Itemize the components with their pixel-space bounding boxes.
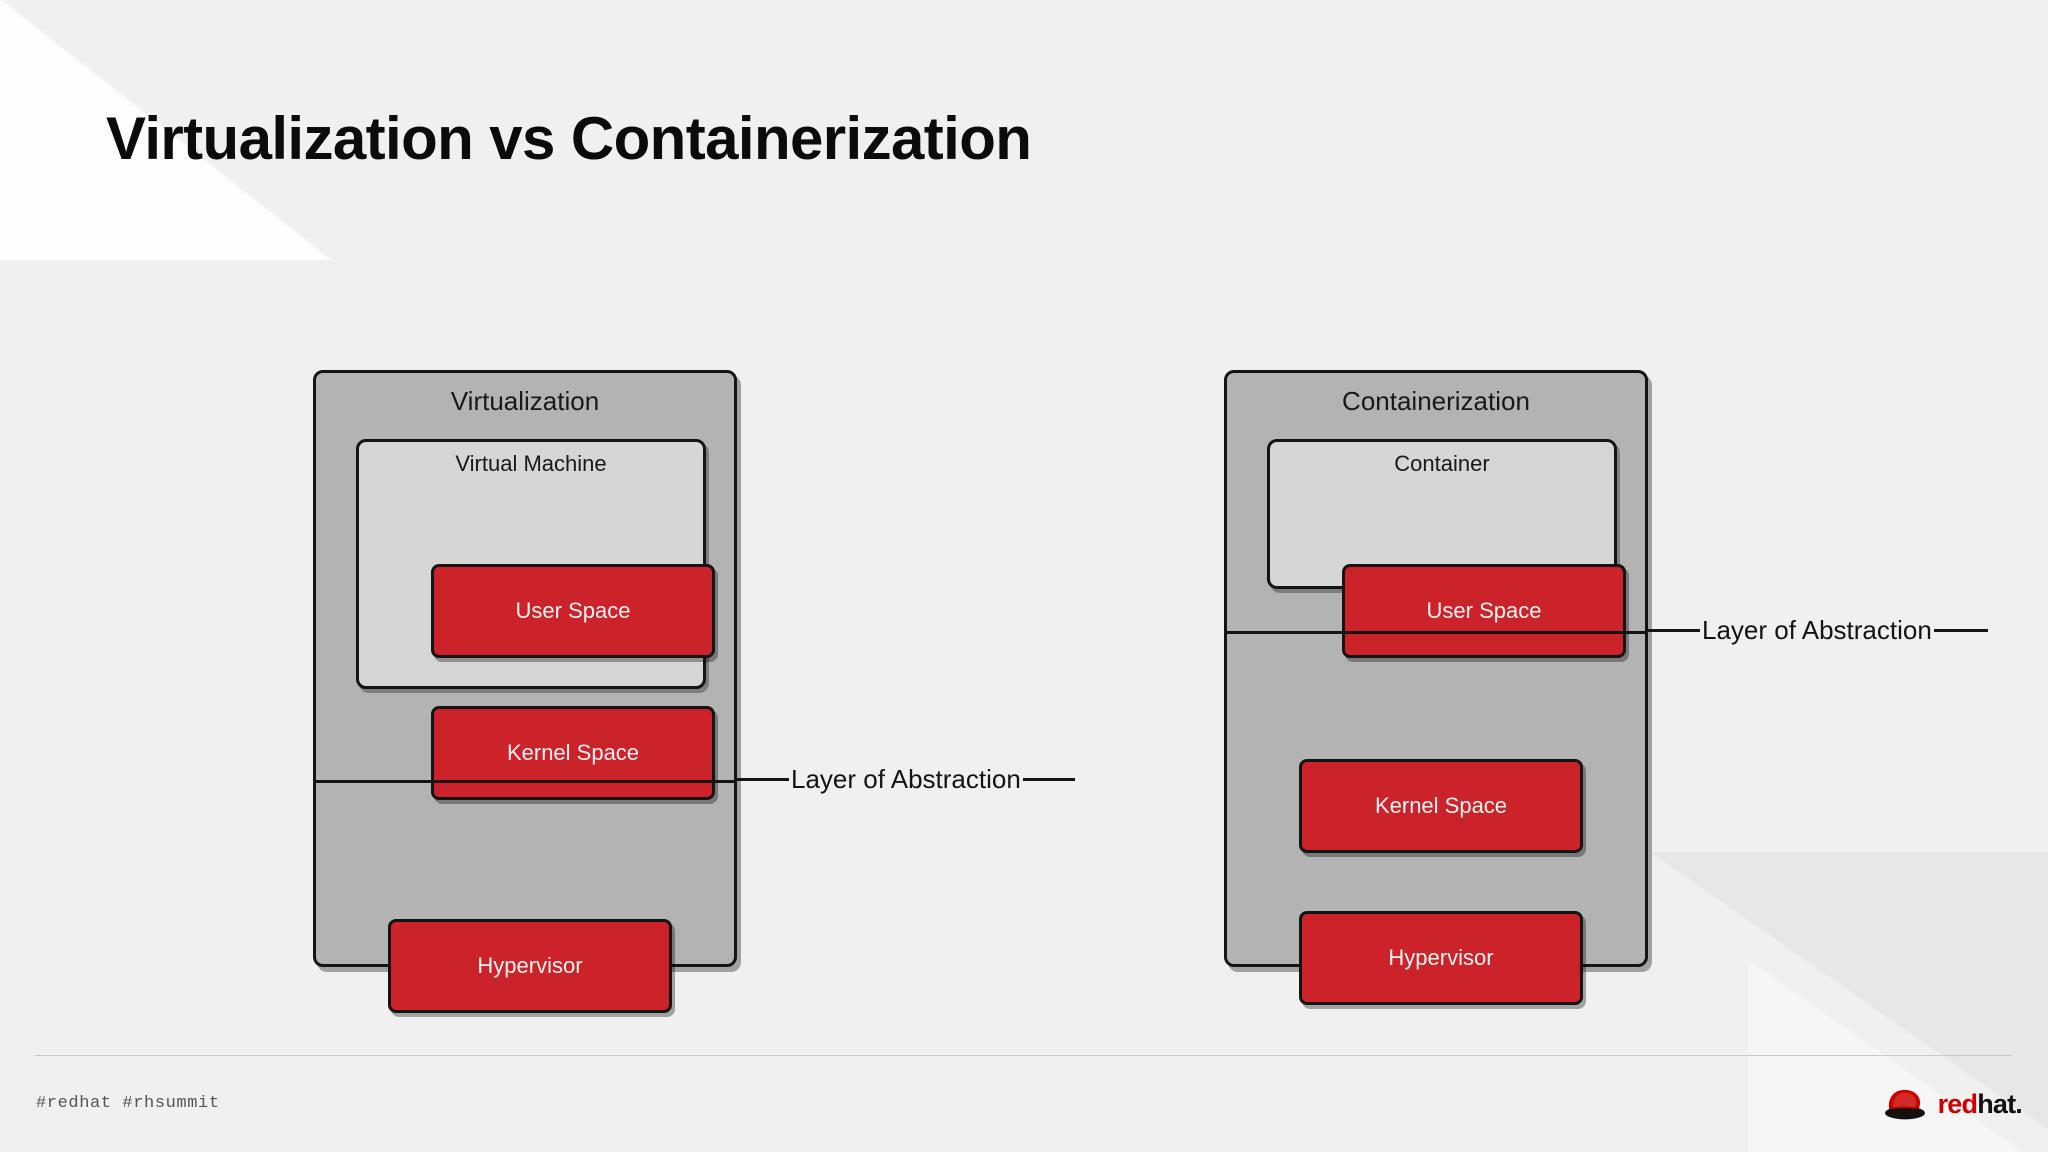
block-kernel-space[interactable]: Kernel Space	[1299, 759, 1583, 853]
box-virtual-machine[interactable]: Virtual Machine User Space Kernel Space	[356, 439, 715, 800]
block-kernel-space[interactable]: Kernel Space	[431, 706, 715, 800]
redhat-shadowman-icon	[1884, 1089, 1925, 1120]
redhat-wordmark-hat: hat	[1977, 1088, 2016, 1119]
callout-leader-line-left	[737, 777, 789, 781]
block-hypervisor[interactable]: Hypervisor	[388, 919, 672, 1013]
panel-title-containerization: Containerization	[1342, 386, 1530, 416]
redhat-wordmark-dot: .	[2015, 1088, 2022, 1119]
panel-containerization[interactable]: Containerization Container User Space Ke…	[1224, 370, 1648, 1005]
callout-leader-line-right	[1933, 628, 1988, 632]
abstraction-divider-containerization	[1224, 631, 1648, 634]
block-hypervisor[interactable]: Hypervisor	[1299, 911, 1583, 1005]
callout-layer-of-abstraction-containerization: Layer of Abstraction	[1648, 613, 1988, 647]
callout-label: Layer of Abstraction	[1702, 615, 1932, 645]
panel-title-virtualization: Virtualization	[450, 386, 600, 416]
footer-hashtags: #redhat #rhsummit	[36, 1094, 220, 1113]
callout-label: Layer of Abstraction	[791, 764, 1021, 794]
block-user-space[interactable]: User Space	[431, 564, 715, 658]
footer-divider	[35, 1055, 2012, 1056]
page-title: Virtualization vs Containerization	[106, 105, 1032, 172]
abstraction-divider-virtualization	[313, 780, 737, 783]
box-title-container: Container	[1394, 451, 1490, 476]
block-user-space[interactable]: User Space	[1342, 564, 1626, 658]
callout-leader-line-right	[1022, 777, 1075, 781]
redhat-wordmark-red: red	[1937, 1088, 1978, 1119]
callout-layer-of-abstraction-virtualization: Layer of Abstraction	[737, 762, 1075, 796]
callout-leader-line-left	[1648, 628, 1700, 632]
box-container[interactable]: Container User Space	[1267, 439, 1626, 658]
box-title-virtual-machine: Virtual Machine	[455, 451, 607, 476]
redhat-logo: redhat.	[1884, 1087, 2023, 1121]
panel-virtualization[interactable]: Virtualization Virtual Machine User Spac…	[313, 370, 737, 1013]
redhat-wordmark: redhat.	[1937, 1088, 2023, 1119]
